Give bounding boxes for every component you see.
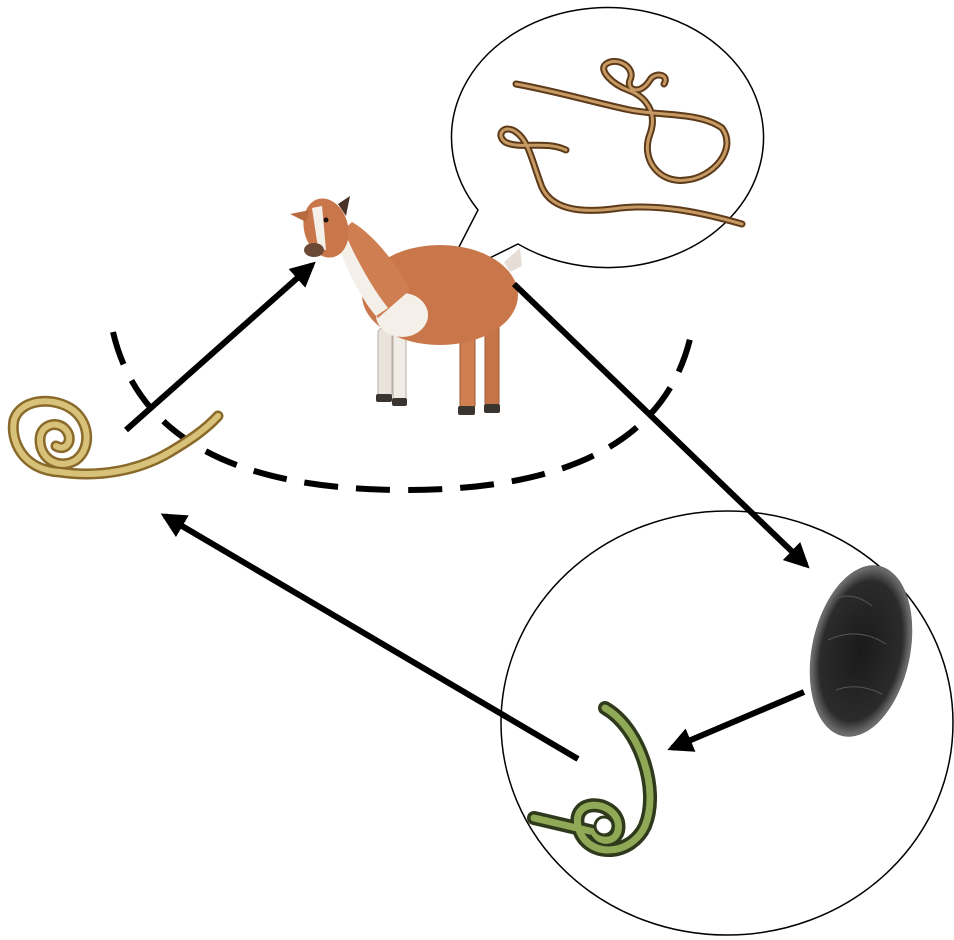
adult-worms-callout: [439, 6, 765, 284]
adult-worm-1: [512, 57, 731, 184]
callout-bubble: [439, 6, 765, 284]
environment-circle: [500, 510, 954, 936]
hatched-larva: [527, 701, 658, 857]
goat-ear-right: [338, 196, 350, 216]
egg: [809, 565, 913, 737]
goat-ear-left: [290, 210, 310, 222]
goat-tail: [504, 248, 522, 272]
adult-worm-2: [497, 125, 746, 228]
goat-leg-front-left: [377, 327, 393, 399]
goat-neck: [335, 222, 410, 318]
infective-larva: [7, 395, 224, 480]
arrow-larva-to-host: [124, 261, 316, 433]
goat-host: [290, 196, 522, 415]
arrow-host-to-egg: [511, 281, 810, 569]
arrow-larva-to-infective: [160, 513, 580, 762]
arrow-egg-to-larva: [667, 689, 806, 752]
